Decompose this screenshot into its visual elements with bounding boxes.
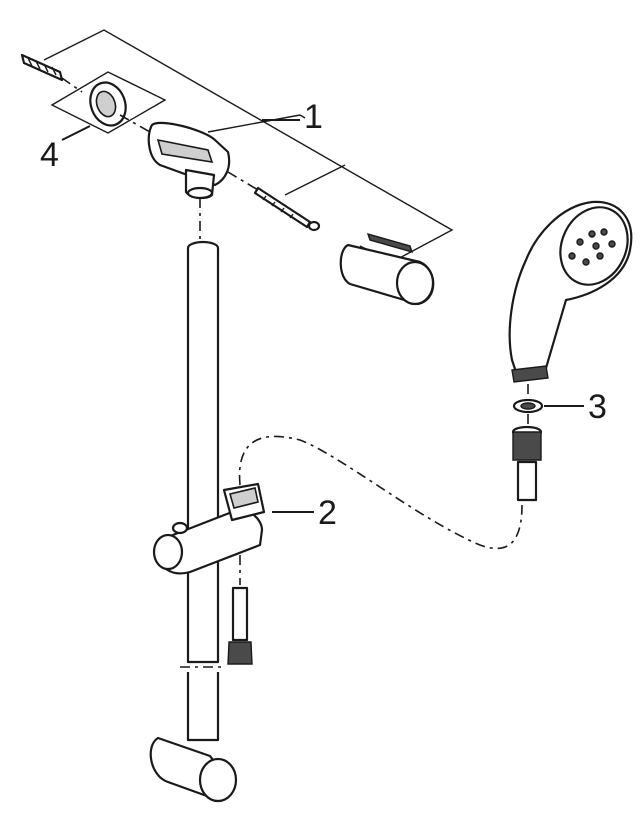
- shower-rail: [180, 240, 226, 742]
- rail-bottom-holder: [149, 736, 238, 803]
- spray-nozzles: [568, 228, 616, 266]
- wall-plug: [20, 53, 83, 93]
- bracket-screw: [227, 171, 321, 232]
- wall-bracket-kit-outline: [43, 29, 454, 263]
- callout-3: 3: [588, 388, 607, 426]
- hose-path: [238, 435, 523, 550]
- washer: [512, 384, 544, 428]
- slider: [152, 482, 266, 575]
- rail-top-holder: [147, 121, 231, 240]
- callout-4: 4: [40, 136, 59, 174]
- hand-shower: [508, 200, 633, 383]
- hose-fragment: [227, 555, 253, 665]
- wall-seal: [50, 71, 167, 134]
- bracket-cover-cap: [339, 232, 435, 306]
- leader-lines: [61, 119, 584, 513]
- hose-nut: [511, 425, 543, 502]
- callout-1: 1: [304, 98, 323, 136]
- callout-2: 2: [318, 494, 337, 532]
